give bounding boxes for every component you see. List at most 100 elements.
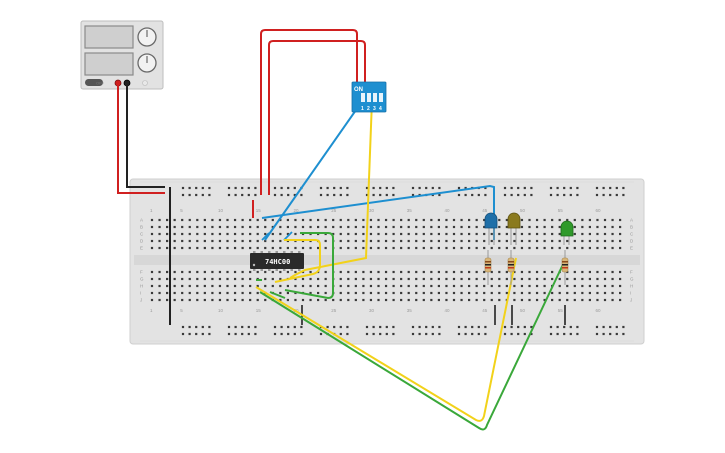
- breadboard-hole[interactable]: [286, 284, 289, 288]
- breadboard-hole[interactable]: [503, 186, 507, 190]
- breadboard-hole[interactable]: [573, 270, 576, 274]
- breadboard-hole[interactable]: [294, 298, 297, 302]
- breadboard-hole[interactable]: [241, 232, 244, 236]
- breadboard-hole[interactable]: [483, 284, 486, 288]
- breadboard-hole[interactable]: [566, 291, 569, 295]
- breadboard-hole[interactable]: [384, 277, 388, 281]
- breadboard-hole[interactable]: [411, 325, 415, 329]
- breadboard-hole[interactable]: [619, 239, 622, 243]
- breadboard-hole[interactable]: [581, 291, 584, 295]
- breadboard-hole[interactable]: [227, 193, 231, 197]
- breadboard-hole[interactable]: [196, 239, 199, 243]
- breadboard-hole[interactable]: [241, 218, 244, 222]
- breadboard-hole[interactable]: [279, 277, 282, 281]
- breadboard-hole[interactable]: [407, 291, 410, 295]
- breadboard-hole[interactable]: [445, 270, 448, 274]
- led-yellow[interactable]: [507, 212, 521, 245]
- breadboard-hole[interactable]: [490, 291, 493, 295]
- breadboard-hole[interactable]: [611, 239, 614, 243]
- breadboard-hole[interactable]: [301, 277, 305, 281]
- breadboard-hole[interactable]: [596, 291, 599, 295]
- breadboard-hole[interactable]: [581, 225, 584, 229]
- yellow-led-wire[interactable]: [255, 257, 517, 422]
- breadboard-hole[interactable]: [339, 277, 342, 281]
- breadboard-hole[interactable]: [392, 193, 395, 197]
- breadboard-hole[interactable]: [484, 325, 487, 329]
- breadboard-hole[interactable]: [218, 277, 222, 281]
- breadboard-hole[interactable]: [595, 186, 599, 190]
- breadboard-hole[interactable]: [150, 232, 154, 236]
- breadboard-hole[interactable]: [166, 232, 169, 236]
- breadboard-hole[interactable]: [377, 277, 380, 281]
- breadboard-hole[interactable]: [430, 284, 433, 288]
- breadboard-hole[interactable]: [324, 218, 327, 222]
- breadboard-hole[interactable]: [513, 298, 516, 302]
- breadboard-hole[interactable]: [339, 232, 342, 236]
- breadboard-hole[interactable]: [503, 193, 507, 197]
- breadboard-hole[interactable]: [211, 232, 214, 236]
- breadboard-hole[interactable]: [203, 232, 206, 236]
- breadboard-hole[interactable]: [249, 239, 252, 243]
- breadboard-hole[interactable]: [247, 186, 250, 190]
- breadboard-hole[interactable]: [513, 291, 516, 295]
- breadboard-hole[interactable]: [150, 284, 154, 288]
- breadboard-hole[interactable]: [437, 284, 440, 288]
- breadboard-hole[interactable]: [535, 225, 539, 229]
- breadboard-hole[interactable]: [301, 218, 305, 222]
- breadboard-hole[interactable]: [563, 325, 566, 329]
- breadboard-hole[interactable]: [226, 232, 229, 236]
- breadboard-hole[interactable]: [211, 291, 214, 295]
- breadboard-hole[interactable]: [460, 239, 463, 243]
- breadboard-hole[interactable]: [611, 291, 614, 295]
- breadboard-hole[interactable]: [425, 325, 428, 329]
- breadboard-hole[interactable]: [309, 270, 312, 274]
- breadboard-hole[interactable]: [543, 291, 546, 295]
- breadboard-hole[interactable]: [300, 325, 303, 329]
- breadboard-hole[interactable]: [365, 193, 369, 197]
- breadboard-hole[interactable]: [286, 270, 289, 274]
- breadboard-hole[interactable]: [498, 298, 501, 302]
- breadboard-hole[interactable]: [573, 284, 576, 288]
- breadboard-hole[interactable]: [581, 239, 584, 243]
- breadboard-hole[interactable]: [452, 277, 456, 281]
- breadboard-hole[interactable]: [415, 270, 418, 274]
- breadboard-hole[interactable]: [362, 232, 365, 236]
- breadboard-hole[interactable]: [615, 332, 618, 336]
- breadboard-hole[interactable]: [595, 193, 599, 197]
- breadboard-hole[interactable]: [520, 277, 524, 281]
- breadboard-hole[interactable]: [362, 246, 365, 250]
- breadboard-hole[interactable]: [173, 239, 176, 243]
- breadboard-hole[interactable]: [339, 325, 342, 329]
- breadboard-hole[interactable]: [195, 325, 198, 329]
- breadboard-hole[interactable]: [339, 332, 342, 336]
- breadboard-hole[interactable]: [362, 277, 365, 281]
- breadboard-hole[interactable]: [181, 225, 184, 229]
- breadboard-hole[interactable]: [249, 270, 252, 274]
- breadboard-hole[interactable]: [477, 193, 480, 197]
- breadboard-hole[interactable]: [498, 239, 501, 243]
- breadboard-hole[interactable]: [203, 277, 206, 281]
- breadboard-hole[interactable]: [201, 325, 204, 329]
- breadboard-hole[interactable]: [166, 225, 169, 229]
- breadboard-hole[interactable]: [256, 284, 259, 288]
- breadboard-hole[interactable]: [596, 284, 599, 288]
- breadboard-hole[interactable]: [603, 232, 607, 236]
- breadboard-hole[interactable]: [317, 291, 320, 295]
- breadboard-hole[interactable]: [385, 193, 388, 197]
- breadboard-hole[interactable]: [233, 239, 237, 243]
- breadboard-hole[interactable]: [150, 277, 154, 281]
- breadboard-hole[interactable]: [400, 298, 403, 302]
- breadboard-hole[interactable]: [400, 218, 403, 222]
- breadboard-hole[interactable]: [241, 225, 244, 229]
- power-switch[interactable]: [85, 79, 103, 86]
- breadboard-hole[interactable]: [372, 332, 375, 336]
- breadboard-hole[interactable]: [452, 239, 456, 243]
- breadboard-hole[interactable]: [181, 232, 184, 236]
- breadboard-hole[interactable]: [218, 218, 222, 222]
- breadboard-hole[interactable]: [300, 332, 303, 336]
- breadboard-hole[interactable]: [490, 270, 493, 274]
- breadboard-hole[interactable]: [510, 186, 513, 190]
- breadboard-hole[interactable]: [520, 270, 524, 274]
- breadboard-hole[interactable]: [558, 239, 561, 243]
- breadboard-hole[interactable]: [513, 246, 516, 250]
